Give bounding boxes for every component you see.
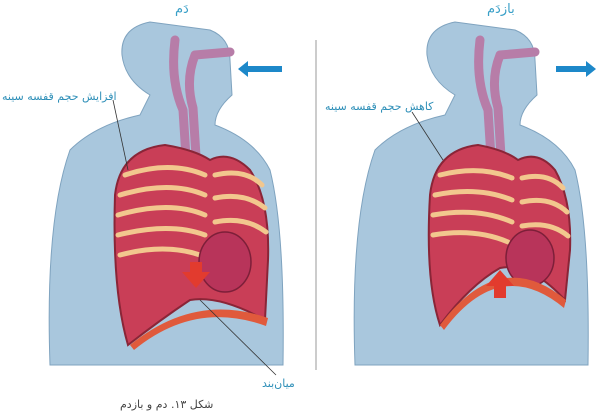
inhale-panel bbox=[49, 22, 283, 375]
exhale-air-arrow bbox=[556, 61, 596, 77]
exhale-panel bbox=[354, 22, 596, 365]
inhale-title: دَم bbox=[175, 2, 189, 17]
exhale-chest-label: کاهش حجم قفسه سینه bbox=[325, 100, 433, 113]
figure-caption: شکل ۱۳. دم و بازدم bbox=[120, 398, 213, 411]
inhale-heart bbox=[199, 232, 251, 292]
inhale-chest-label: افزایش حجم قفسه سینه bbox=[2, 90, 117, 103]
exhale-title: بازدَم bbox=[487, 2, 515, 17]
inhale-air-arrow bbox=[238, 61, 282, 77]
diaphragm-label: میان‌بند bbox=[262, 377, 295, 390]
